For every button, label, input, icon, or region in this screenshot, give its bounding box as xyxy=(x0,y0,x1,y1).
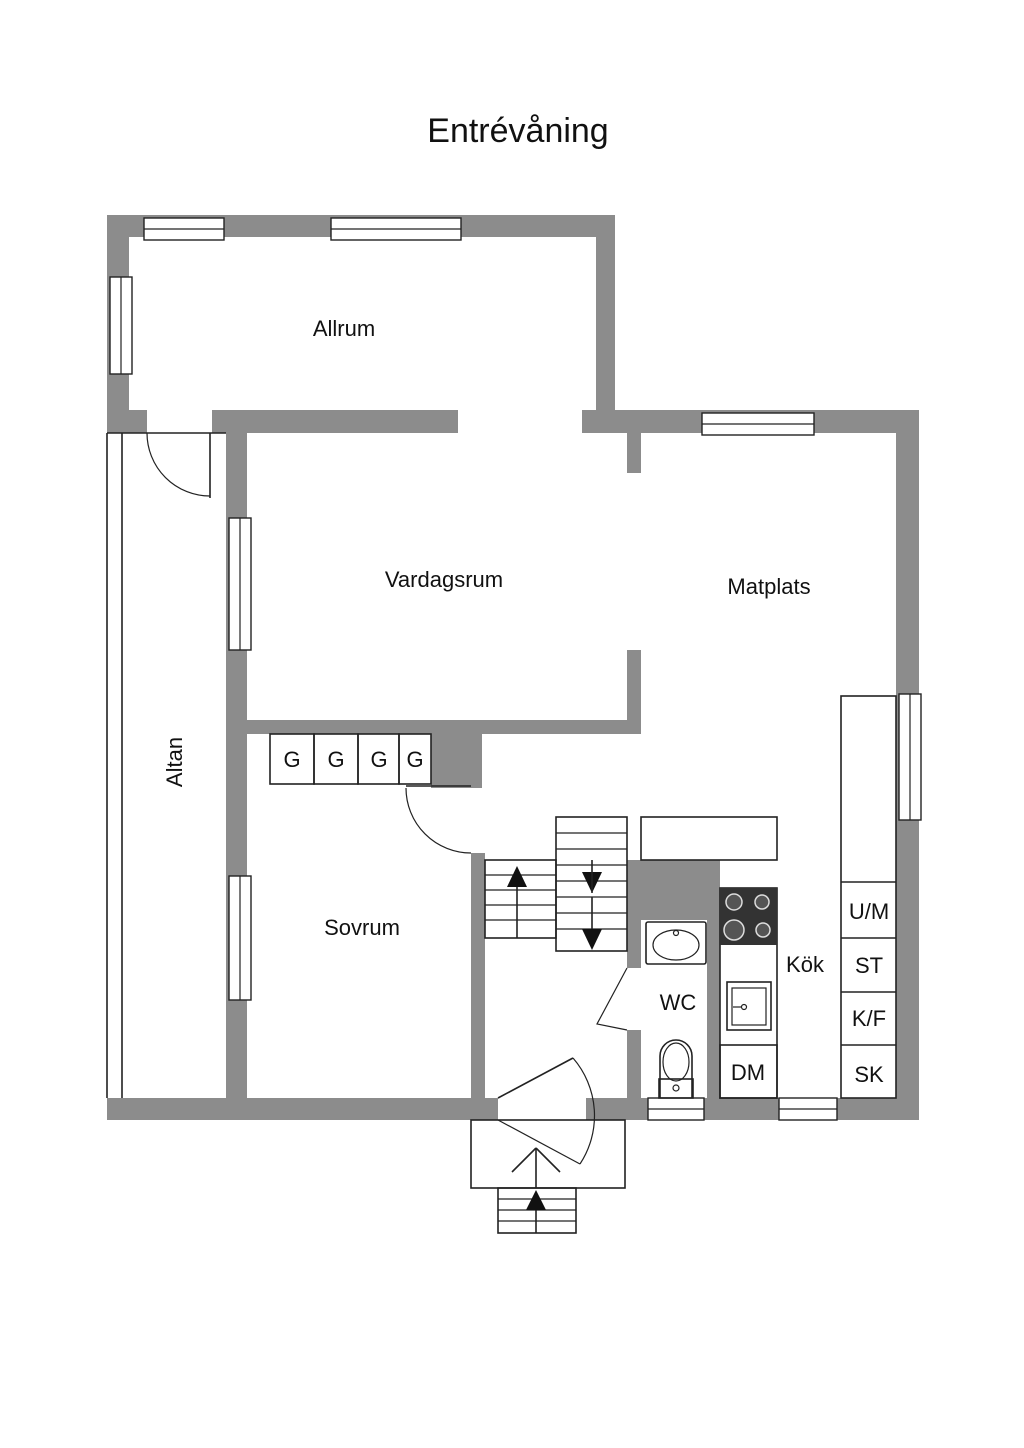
appliance-sk-label: SK xyxy=(854,1062,884,1087)
wardrobe-4 xyxy=(398,733,432,785)
doors xyxy=(146,432,628,1165)
arrow-down-icon xyxy=(582,929,602,950)
wardrobe-label: G xyxy=(283,747,300,772)
appliance-dm xyxy=(719,1044,778,1099)
kitchen-tall-cabinets xyxy=(840,695,897,1099)
wc-fixtures xyxy=(645,921,707,1099)
entrance-steps xyxy=(470,1119,626,1234)
stair-flight-down xyxy=(555,816,628,952)
entrance-arrow-icon xyxy=(511,1147,561,1233)
wall-allrum-right xyxy=(596,215,615,433)
wall-wardrobe-block xyxy=(431,734,482,788)
sink-icon xyxy=(726,981,772,1031)
door-entrance-leaf xyxy=(497,1057,574,1099)
plan-title: Entrévåning xyxy=(427,112,608,150)
room-label-vardagsrum: Vardagsrum xyxy=(385,567,503,592)
wall-wc-right xyxy=(707,860,720,1120)
wardrobe-label: G xyxy=(406,747,423,772)
room-label-wc: WC xyxy=(660,990,697,1015)
room-label-sovrum: Sovrum xyxy=(324,915,400,940)
wardrobe-label: G xyxy=(370,747,387,772)
stove-icon xyxy=(720,888,777,945)
appliance-dm-label: DM xyxy=(731,1060,765,1085)
stairs xyxy=(484,816,628,952)
appliance-kf-label: K/F xyxy=(852,1006,886,1031)
wall-allrum-bottom-left xyxy=(107,410,147,433)
entrance-landing xyxy=(470,1119,626,1189)
appliance-um-label: U/M xyxy=(849,899,889,924)
room-labels: Allrum Vardagsrum Matplats Altan Sovrum … xyxy=(162,316,825,1015)
room-label-matplats: Matplats xyxy=(727,574,810,599)
wall-vardagsrum-bottom xyxy=(247,720,641,734)
wall-matplats-stub xyxy=(627,410,641,473)
stair-flight-up xyxy=(484,859,557,939)
wall-wc-left-bottom xyxy=(627,1030,641,1120)
wall-wc-left-top xyxy=(627,920,641,968)
toilet-icon xyxy=(658,1039,694,1099)
kitchen-upper-cabinet xyxy=(640,816,778,861)
room-label-allrum: Allrum xyxy=(313,316,375,341)
wall-allrum-bottom-mid xyxy=(212,410,458,433)
kitchen: DM U/M ST K/F SK xyxy=(640,695,897,1099)
wall-bottom-left xyxy=(107,1098,498,1120)
arrow-up-icon xyxy=(507,866,527,887)
windows xyxy=(109,217,922,1121)
door-altan-swing xyxy=(146,432,211,497)
washbasin-icon xyxy=(645,921,707,965)
wall-stair-block xyxy=(627,860,720,920)
wardrobes: G G G G xyxy=(269,733,432,785)
room-label-kok: Kök xyxy=(786,952,825,977)
wardrobe-label: G xyxy=(327,747,344,772)
door-sovrum-swing xyxy=(405,787,472,854)
wall-hall-left xyxy=(471,853,485,1120)
appliance-st-label: ST xyxy=(855,953,883,978)
room-label-altan: Altan xyxy=(162,737,187,787)
door-entrance-swing xyxy=(572,1057,596,1165)
wall-vardagsrum-right xyxy=(627,650,641,734)
door-wc-swing xyxy=(596,967,628,1031)
altan-deck xyxy=(106,432,226,1098)
